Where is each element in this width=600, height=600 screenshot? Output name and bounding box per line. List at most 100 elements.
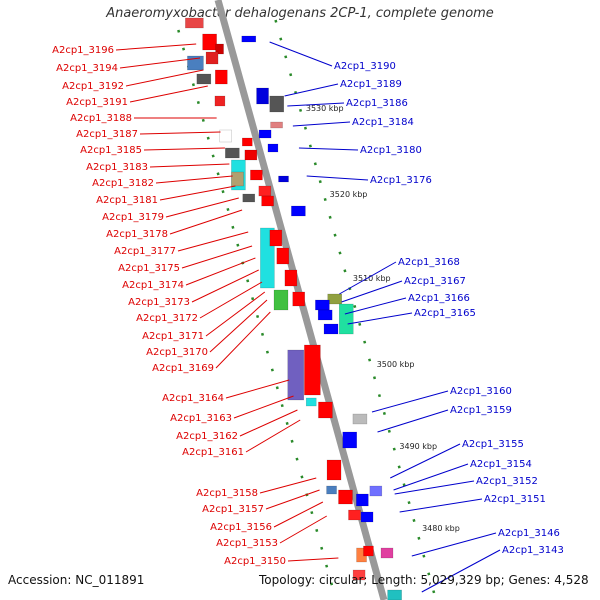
topology-text: Topology: circular; Length: 5,029,329 bp… xyxy=(259,573,589,587)
right-gene-label-10: A2cp1_3165 xyxy=(414,308,476,319)
gene-feature-49 xyxy=(352,413,368,425)
gene-feature-43 xyxy=(291,205,306,217)
left-gene-leader-19 xyxy=(209,299,268,353)
left-gene-leader-12 xyxy=(169,209,243,235)
right-gene-leader-7 xyxy=(339,261,397,295)
right-gene-leader-5 xyxy=(298,147,359,151)
left-gene-leader-17 xyxy=(199,281,263,319)
gene-feature-10 xyxy=(242,137,253,147)
left-gene-leader-14 xyxy=(181,245,253,269)
kbp-label-2: 3520 kbp xyxy=(330,190,368,199)
gene-feature-16 xyxy=(258,185,272,197)
right-gene-leader-1 xyxy=(269,41,333,67)
left-gene-leader-1 xyxy=(115,43,197,51)
right-gene-label-6: A2cp1_3176 xyxy=(370,175,432,186)
right-gene-leader-10 xyxy=(347,312,413,325)
gene-feature-29 xyxy=(326,459,342,481)
gene-feature-48 xyxy=(339,303,354,335)
left-gene-leader-27 xyxy=(273,501,324,528)
kbp-label-1: 3530 kbp xyxy=(306,104,344,113)
gene-feature-38 xyxy=(269,95,285,113)
right-gene-leader-18 xyxy=(421,549,501,593)
left-gene-label-18: A2cp1_3171 xyxy=(142,331,204,342)
right-gene-label-8: A2cp1_3167 xyxy=(404,276,466,287)
left-gene-label-22: A2cp1_3163 xyxy=(170,413,232,424)
right-gene-label-16: A2cp1_3151 xyxy=(484,494,546,505)
gene-feature-12 xyxy=(244,149,258,161)
gene-feature-22 xyxy=(284,269,298,287)
gene-feature-30 xyxy=(326,485,337,495)
left-gene-label-1: A2cp1_3196 xyxy=(52,45,114,56)
left-gene-label-5: A2cp1_3188 xyxy=(70,113,132,124)
gene-feature-35 xyxy=(352,569,366,581)
gene-feature-46 xyxy=(317,309,333,321)
right-gene-leader-13 xyxy=(390,443,461,479)
left-gene-leader-10 xyxy=(159,185,236,201)
gene-feature-1 xyxy=(185,17,204,29)
kbp-label-3: 3510 kbp xyxy=(353,274,391,283)
right-gene-leader-15 xyxy=(394,480,475,495)
right-gene-label-14: A2cp1_3154 xyxy=(470,459,532,470)
gene-feature-7 xyxy=(215,69,228,85)
left-gene-leader-13 xyxy=(177,231,249,252)
left-gene-label-21: A2cp1_3164 xyxy=(162,393,224,404)
left-gene-label-24: A2cp1_3161 xyxy=(182,447,244,458)
left-gene-leader-2 xyxy=(119,57,201,69)
gene-feature-37 xyxy=(256,87,269,105)
gene-feature-53 xyxy=(360,511,374,523)
left-gene-label-26: A2cp1_3157 xyxy=(202,504,264,515)
left-gene-label-3: A2cp1_3192 xyxy=(62,81,124,92)
left-gene-label-8: A2cp1_3183 xyxy=(86,162,148,173)
kbp-label-5: 3490 kbp xyxy=(399,442,437,451)
left-gene-label-9: A2cp1_3182 xyxy=(92,178,154,189)
gene-feature-9 xyxy=(219,129,232,143)
right-gene-label-4: A2cp1_3184 xyxy=(352,117,414,128)
right-gene-label-13: A2cp1_3155 xyxy=(462,439,524,450)
left-gene-leader-3 xyxy=(125,69,204,87)
gene-feature-6 xyxy=(196,73,212,85)
right-gene-leader-6 xyxy=(306,175,369,181)
left-gene-label-20: A2cp1_3169 xyxy=(152,363,214,374)
left-gene-label-7: A2cp1_3185 xyxy=(80,145,142,156)
gene-feature-3 xyxy=(215,43,224,55)
left-gene-label-19: A2cp1_3170 xyxy=(146,347,208,358)
genome-title: Anaeromyxobacter dehalogenans 2CP-1, com… xyxy=(106,6,494,21)
gene-feature-51 xyxy=(369,485,383,497)
left-gene-leader-4 xyxy=(129,85,208,103)
gene-feature-42 xyxy=(278,175,289,183)
gene-feature-20 xyxy=(269,229,283,247)
left-gene-leader-18 xyxy=(205,291,266,337)
right-gene-leader-17 xyxy=(411,532,497,557)
gene-feature-55 xyxy=(387,589,402,600)
gene-feature-45 xyxy=(315,299,330,311)
left-gene-label-25: A2cp1_3158 xyxy=(196,488,258,499)
gene-feature-18 xyxy=(242,193,256,203)
left-gene-leader-25 xyxy=(259,477,317,494)
gene-feature-34 xyxy=(363,545,374,557)
gene-feature-21 xyxy=(276,247,290,265)
left-gene-leader-11 xyxy=(165,197,239,218)
right-gene-leader-3 xyxy=(287,102,345,107)
left-gene-leader-28 xyxy=(279,515,328,544)
right-gene-label-17: A2cp1_3146 xyxy=(498,528,560,539)
gene-feature-27 xyxy=(305,397,317,407)
left-gene-leader-22 xyxy=(233,395,294,419)
gene-feature-11 xyxy=(225,147,240,159)
gene-feature-14 xyxy=(231,171,244,187)
right-gene-leader-11 xyxy=(371,390,449,413)
left-gene-leader-16 xyxy=(191,269,259,303)
gene-feature-52 xyxy=(356,493,369,507)
gene-feature-39 xyxy=(270,121,283,129)
gene-feature-23 xyxy=(273,289,289,311)
right-gene-label-7: A2cp1_3168 xyxy=(398,257,460,268)
left-gene-leader-9 xyxy=(155,175,233,184)
gene-feature-5 xyxy=(205,51,219,65)
gene-feature-28 xyxy=(318,401,333,419)
accession-text: Accession: NC_011891 xyxy=(8,573,145,587)
gene-feature-44 xyxy=(327,293,342,305)
right-gene-leader-12 xyxy=(377,409,449,433)
left-gene-label-28: A2cp1_3153 xyxy=(216,538,278,549)
gene-feature-47 xyxy=(323,323,339,335)
right-gene-label-5: A2cp1_3180 xyxy=(360,145,422,156)
left-gene-label-15: A2cp1_3174 xyxy=(122,280,184,291)
